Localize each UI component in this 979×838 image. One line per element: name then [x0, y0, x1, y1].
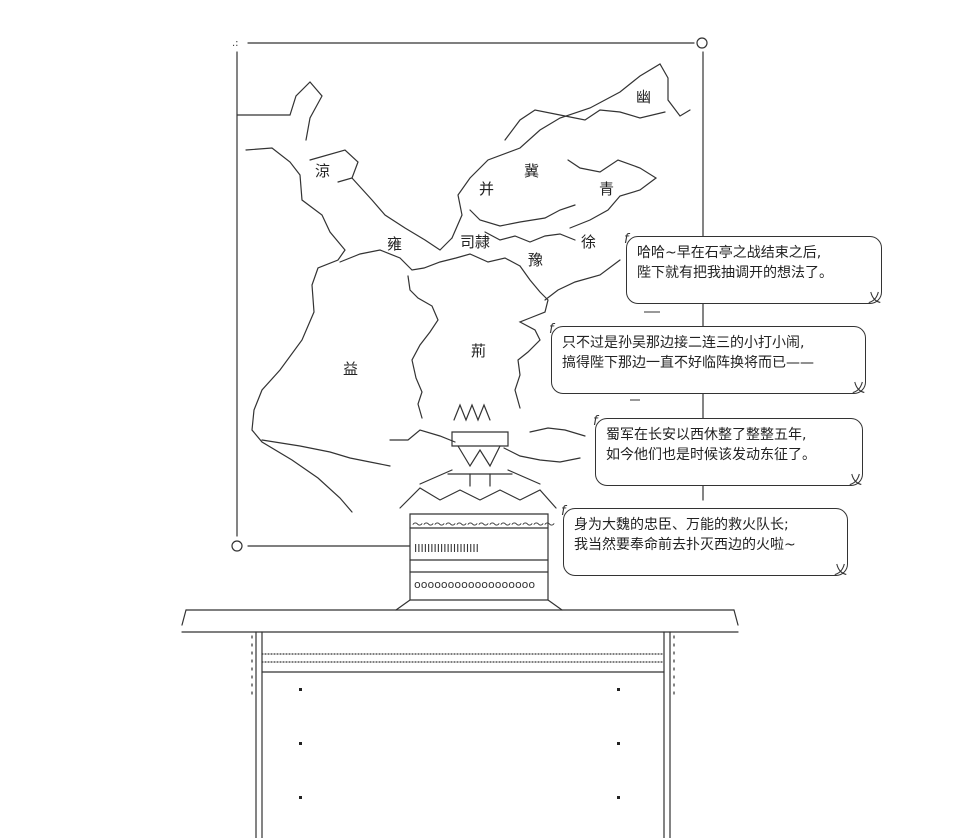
region-label-qing: 青 [599, 180, 615, 198]
speech-bubble: 蜀军在长安以西休整了整整五年, 如今他们也是时候该发动东征了。 [595, 418, 863, 486]
bubble-hook: f [593, 414, 598, 429]
region-label-yi: 益 [343, 360, 359, 378]
bubble-hook: f [624, 232, 629, 247]
speech-line: 身为大魏的忠臣、万能的救火队长; [574, 517, 789, 533]
speech-line: 如今他们也是时候该发动东征了。 [606, 447, 816, 463]
speech-line: 哈哈~早在石亭之战结束之后, [637, 245, 822, 261]
region-label-jing: 荊 [471, 342, 487, 360]
cake-bottom-pattern: oooooooooooooooooo [414, 578, 536, 591]
speech-line: 陛下就有把我抽调开的想法了。 [637, 265, 833, 281]
bubble-tail: 乂 [852, 381, 866, 396]
bubble-hook: f [561, 504, 566, 519]
region-label-you: 幽 [636, 88, 652, 106]
speech-bubble: 哈哈~早在石亭之战结束之后, 陛下就有把我抽调开的想法了。 [626, 236, 882, 304]
bubble-tail: 乂 [834, 563, 848, 578]
region-label-xu: 徐 [581, 233, 597, 251]
svg-text:.:: .: [232, 38, 239, 49]
region-label-ji: 冀 [524, 162, 540, 180]
bubble-tail: 乂 [849, 473, 863, 488]
speech-line: 搞得陛下那边一直不好临阵换将而已—— [562, 355, 814, 371]
cake-band-pattern: IIIIIIIIIIIIIIIIIIII [414, 542, 479, 555]
region-label-yong: 雍 [387, 235, 403, 253]
region-label-liang: 涼 [315, 162, 331, 180]
speech-bubble: 身为大魏的忠臣、万能的救火队长; 我当然要奉命前去扑灭西边的火啦~ [563, 508, 848, 576]
speech-line: 只不过是孙吴那边接二连三的小打小闹, [562, 335, 805, 351]
region-label-bing: 并 [479, 180, 495, 198]
speech-line: 蜀军在长安以西休整了整整五年, [606, 427, 807, 443]
speech-line: 我当然要奉命前去扑灭西边的火啦~ [574, 537, 796, 553]
cake-top-decoration: 〜〜〜〜〜〜〜〜〜〜〜〜〜 [412, 518, 555, 531]
region-label-yu: 豫 [528, 251, 544, 269]
speech-bubble: 只不过是孙吴那边接二连三的小打小闹, 搞得陛下那边一直不好临阵换将而已—— [551, 326, 866, 394]
region-label-sili: 司隷 [460, 233, 491, 251]
bubble-tail: 乂 [868, 291, 882, 306]
bubble-hook: f [549, 322, 554, 337]
